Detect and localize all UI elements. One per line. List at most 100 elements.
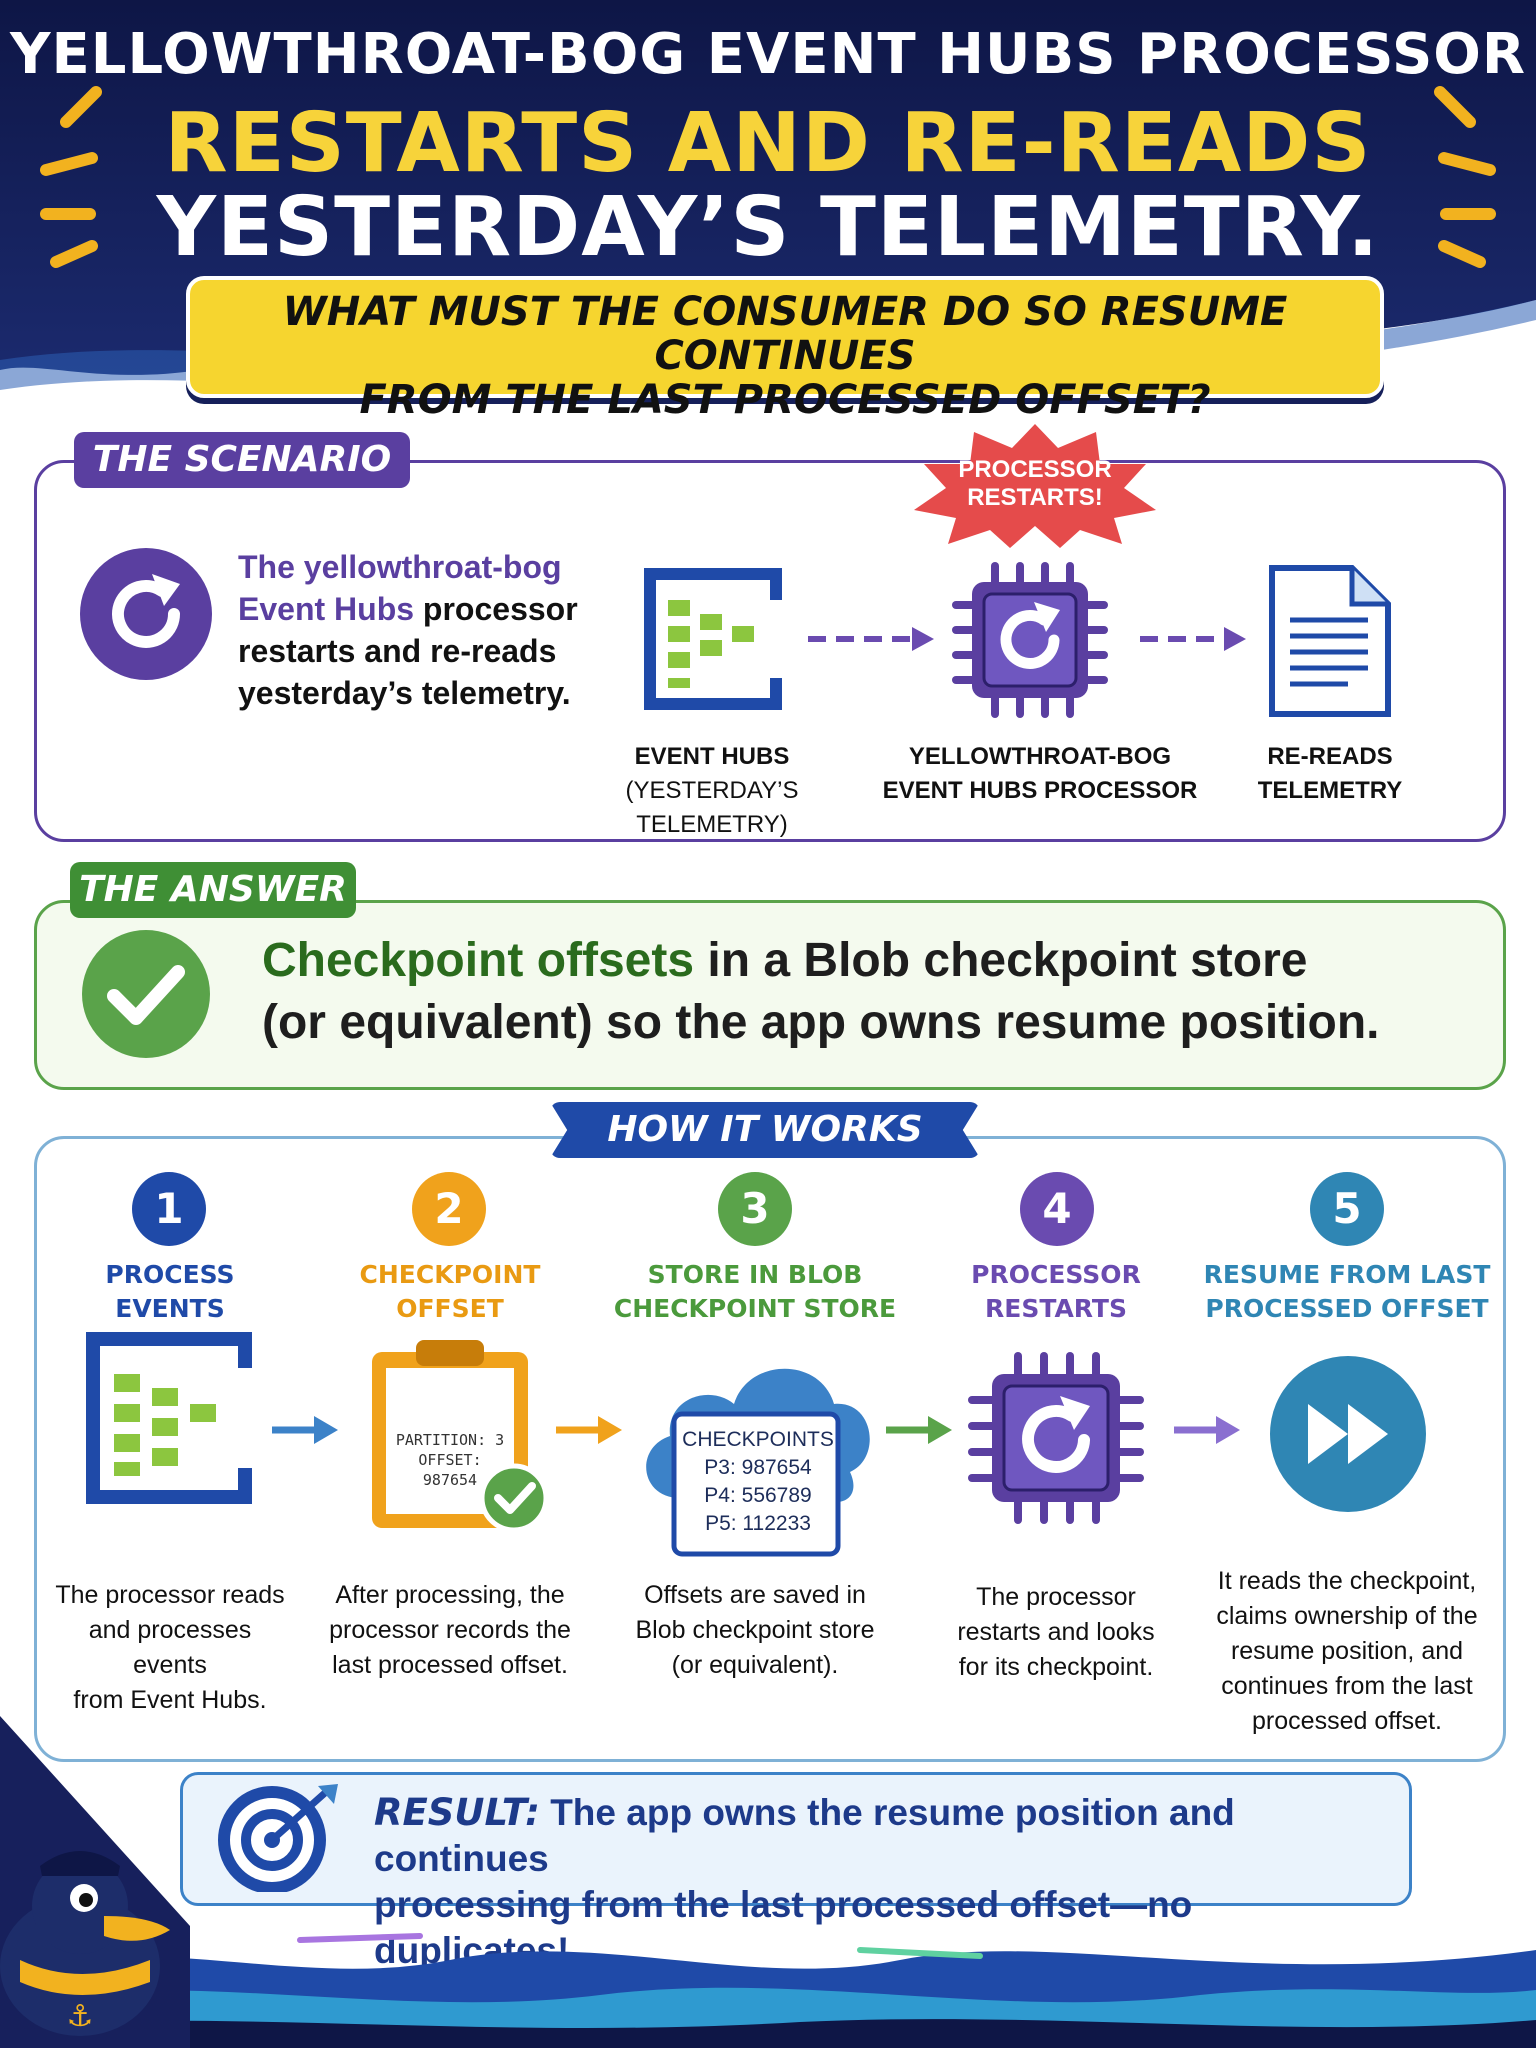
scenario-highlight-1: The yellowthroat-bog <box>238 549 562 585</box>
target-icon <box>218 1784 338 1892</box>
document-icon <box>1269 565 1391 717</box>
desc-line: resume position, and <box>1230 1637 1464 1665</box>
footer-waves <box>0 1933 1536 2048</box>
answer-text: Checkpoint offsets in a Blob checkpoint … <box>262 930 1462 1054</box>
step-arrow-3-icon <box>886 1416 952 1444</box>
desc-line: The processor reads <box>55 1581 285 1609</box>
answer-highlight: Checkpoint offsets <box>262 934 695 987</box>
step-3-title: STORE IN BLOB CHECKPOINT STORE <box>610 1258 900 1326</box>
flow-arrow-icon-2 <box>1140 627 1246 651</box>
step-4-processor-chip-icon <box>968 1352 1144 1524</box>
flow-label-rereads: RE-READS TELEMETRY <box>1220 740 1440 808</box>
step-1-event-hubs-icon <box>86 1332 252 1504</box>
scenario-tag: THE SCENARIO <box>74 432 410 488</box>
event-hubs-icon <box>644 568 782 710</box>
clipboard-icon <box>372 1340 549 1533</box>
fast-forward-icon <box>1270 1356 1426 1512</box>
step-5-title-line-1: RESUME FROM LAST <box>1203 1260 1491 1289</box>
desc-line: (or equivalent). <box>671 1651 839 1679</box>
restart-burst-icon <box>914 424 1156 548</box>
result-text: RESULT: The app owns the resume position… <box>374 1790 1394 1974</box>
step-5-description: It reads the checkpoint, claims ownershi… <box>1200 1564 1494 1739</box>
checkpoint-entry: P4: 556789 <box>704 1484 812 1507</box>
step-2-number: 2 <box>412 1172 486 1246</box>
burst-line-1: PROCESSOR <box>958 456 1112 483</box>
title-line-3: YESTERDAY’S TELEMETRY. <box>156 180 1380 275</box>
step-1-title-line-1: PROCESS EVENTS <box>105 1260 235 1323</box>
question-text: WHAT MUST THE CONSUMER DO SO RESUME CONT… <box>190 290 1380 422</box>
duck-mascot-icon: ⚓ <box>0 1716 190 2048</box>
desc-line: Blob checkpoint store <box>635 1616 875 1644</box>
answer-tag: THE ANSWER <box>70 862 356 918</box>
desc-line: claims ownership of the <box>1216 1602 1478 1630</box>
desc-line: processor records the <box>329 1616 571 1644</box>
restart-circle-icon <box>80 548 212 680</box>
step-3-title-line-2: CHECKPOINT STORE <box>613 1294 897 1323</box>
result-line-2: processing from the last processed offse… <box>374 1884 1193 1971</box>
checkpoint-list-title: CHECKPOINTS <box>682 1428 834 1451</box>
flow-label-line: RE-READS <box>1267 743 1393 770</box>
checkmark-circle-icon <box>82 930 210 1058</box>
desc-line: continues from the last <box>1221 1672 1473 1700</box>
clipboard-line-1: PARTITION: 3 <box>395 1431 505 1449</box>
desc-line: The processor <box>976 1583 1136 1611</box>
step-arrow-2-icon <box>556 1416 622 1444</box>
step-3-number: 3 <box>718 1172 792 1246</box>
step-2-description: After processing, the processor records … <box>320 1578 580 1683</box>
step-5-title-line-2: PROCESSED OFFSET <box>1205 1294 1489 1323</box>
svg-text:⚓: ⚓ <box>67 1999 94 2034</box>
step-1-description: The processor reads and processes events… <box>50 1578 290 1718</box>
desc-line: It reads the checkpoint, <box>1217 1567 1477 1595</box>
how-it-works-tag: HOW IT WORKS <box>550 1102 980 1158</box>
step-1-number: 1 <box>132 1172 206 1246</box>
burst-line-2: RESTARTS! <box>967 484 1103 511</box>
answer-text-1: in a Blob checkpoint store <box>694 934 1308 987</box>
desc-line: for its checkpoint. <box>958 1653 1154 1681</box>
flow-label-line: (YESTERDAY’S TELEMETRY) <box>625 777 799 838</box>
desc-line: last processed offset. <box>332 1651 568 1679</box>
scenario-panel <box>34 460 1506 842</box>
question-box: WHAT MUST THE CONSUMER DO SO RESUME CONT… <box>186 276 1384 422</box>
flow-label-processor: YELLOWTHROAT-BOG EVENT HUBS PROCESSOR <box>880 740 1200 808</box>
flow-label-line: YELLOWTHROAT-BOG <box>908 743 1172 770</box>
desc-line: After processing, the <box>335 1581 565 1609</box>
step-4-title-line-2: RESTARTS <box>985 1294 1127 1323</box>
flow-label-event-hubs: EVENT HUBS (YESTERDAY’S TELEMETRY) <box>560 740 864 842</box>
desc-line: and processes events <box>88 1616 252 1679</box>
scenario-text-3: yesterday’s telemetry. <box>238 675 571 711</box>
step-2-title: CHECKPOINT OFFSET <box>330 1258 570 1326</box>
title-line-2: RESTARTS AND RE-READS <box>164 96 1372 191</box>
step-1-title: PROCESS EVENTS <box>50 1258 290 1326</box>
desc-line: from Event Hubs. <box>73 1686 267 1714</box>
answer-text-2: (or equivalent) so the app owns resume p… <box>262 996 1380 1049</box>
right-sparkle-icon <box>1434 86 1496 268</box>
processor-chip-icon <box>952 562 1108 718</box>
step-4-number: 4 <box>1020 1172 1094 1246</box>
clipboard-line-2: OFFSET: 987654 <box>418 1451 482 1489</box>
desc-line: Offsets are saved in <box>644 1581 866 1609</box>
desc-line: restarts and looks <box>957 1618 1155 1646</box>
checkpoint-list: CHECKPOINTS P3: 987654 P4: 556789 P5: 11… <box>676 1426 840 1538</box>
step-3-title-line-1: STORE IN BLOB <box>647 1260 863 1289</box>
step-arrow-1-icon <box>272 1416 338 1444</box>
scenario-text-1: processor <box>414 591 578 627</box>
answer-panel <box>34 900 1506 1090</box>
question-line-1: WHAT MUST THE CONSUMER DO SO RESUME CONT… <box>282 289 1288 379</box>
scenario-text-2: restarts and re-reads <box>238 633 557 669</box>
flow-label-line: TELEMETRY <box>1257 777 1403 804</box>
title-line-1: YELLOWTHROAT-BOG EVENT HUBS PROCESSOR <box>9 22 1527 87</box>
step-4-title-line-1: PROCESSOR <box>971 1260 1141 1289</box>
desc-line: processed offset. <box>1252 1707 1442 1735</box>
step-4-description: The processor restarts and looks for its… <box>926 1580 1186 1685</box>
cloud-storage-icon <box>646 1368 870 1557</box>
flow-label-line: EVENT HUBS PROCESSOR <box>882 777 1198 804</box>
step-5-title: RESUME FROM LAST PROCESSED OFFSET <box>1200 1258 1494 1326</box>
scenario-description: The yellowthroat-bog Event Hubs processo… <box>238 546 598 714</box>
checkpoint-entry: P3: 987654 <box>704 1456 812 1479</box>
checkpoint-entry: P5: 112233 <box>705 1512 811 1535</box>
step-4-title: PROCESSOR RESTARTS <box>936 1258 1176 1326</box>
left-sparkle-icon <box>40 86 102 268</box>
scenario-highlight-2: Event Hubs <box>238 591 415 627</box>
restart-burst-label: PROCESSOR RESTARTS! <box>930 456 1140 512</box>
step-arrow-4-icon <box>1174 1416 1240 1444</box>
